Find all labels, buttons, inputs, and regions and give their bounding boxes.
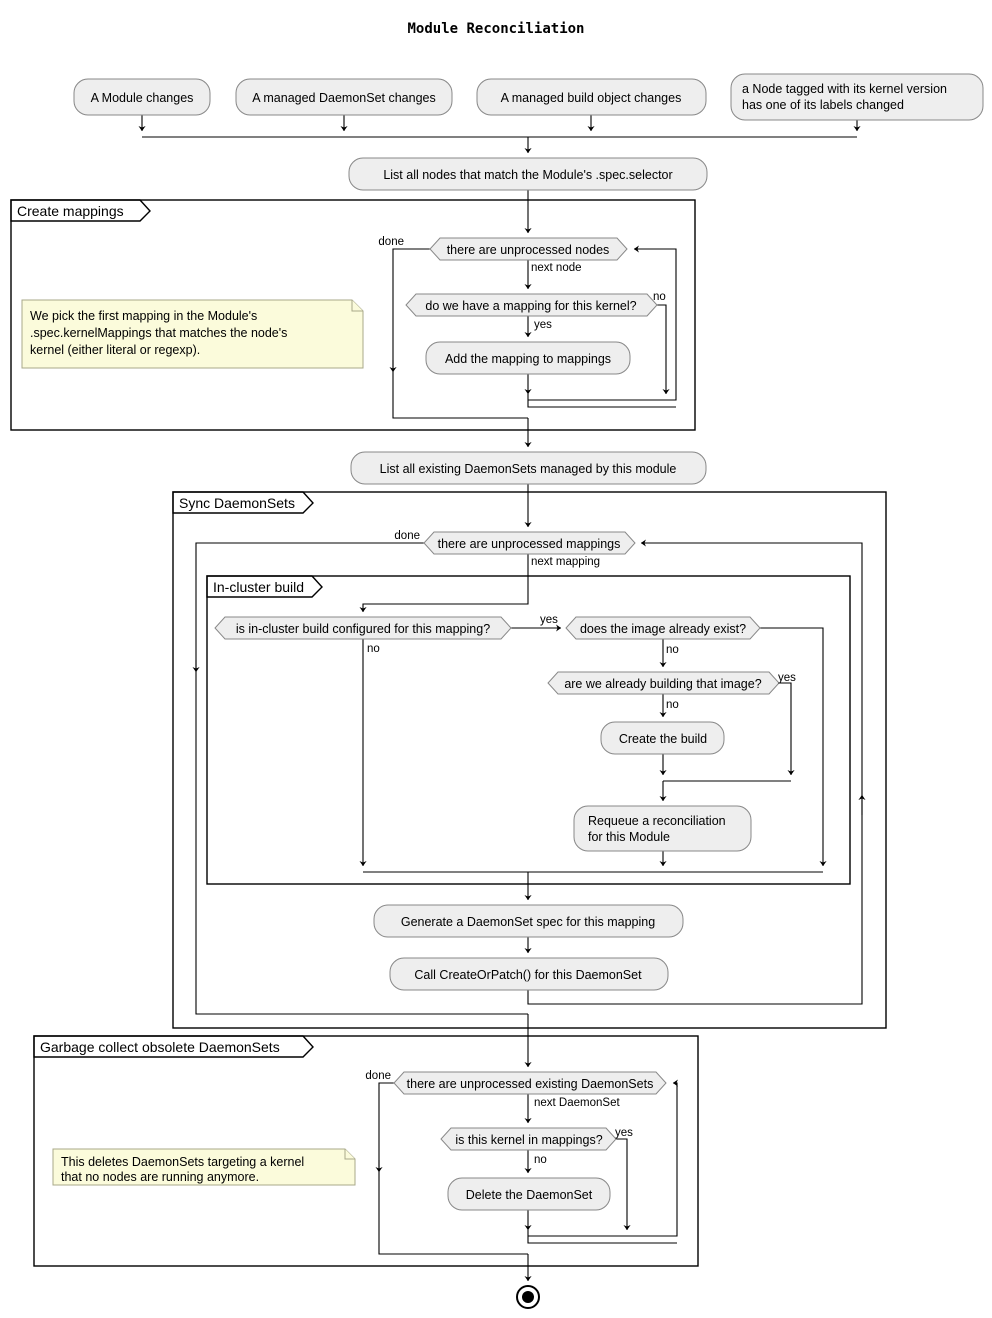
edge-labels: done next node no yes done next mapping … [365,236,796,1166]
decision-label: do we have a mapping for this kernel? [425,299,636,313]
activity-list-nodes[interactable]: List all nodes that match the Module's .… [348,157,708,191]
start-event-label-line2: has one of its labels changed [742,98,904,112]
activity-label: Add the mapping to mappings [445,352,611,366]
note-garbage-collect: This deletes DaemonSets targeting a kern… [52,1148,356,1186]
edge-label-yes-kernel: yes [615,1127,633,1139]
note-line3: kernel (either literal or regexp). [30,343,200,357]
edge-label-no-mapping: no [653,291,666,303]
start-event-module-changes[interactable]: A Module changes [73,78,211,116]
decision-have-mapping-for-kernel[interactable]: do we have a mapping for this kernel? [405,293,658,317]
note-mapping-selection: We pick the first mapping in the Module'… [21,299,364,369]
edge-label-yes-build: yes [540,614,558,626]
partition-create-mappings: Create mappings [10,199,696,431]
decision-unprocessed-nodes[interactable]: there are unprocessed nodes [429,237,628,261]
note-line1: We pick the first mapping in the Module'… [30,309,257,323]
start-event-daemonset-changes[interactable]: A managed DaemonSet changes [235,78,453,116]
start-event-label-line1: a Node tagged with its kernel version [742,82,947,96]
page-title: Module Reconciliation [407,21,584,37]
decision-label: does the image already exist? [580,622,746,636]
activity-label: List all existing DaemonSets managed by … [380,462,677,476]
edge-label-next-daemonset: next DaemonSet [534,1097,620,1109]
activity-delete-daemonset[interactable]: Delete the DaemonSet [447,1177,611,1211]
edge-label-next-mapping: next mapping [531,556,600,568]
partition-label: In-cluster build [213,579,304,595]
end-node [516,1285,540,1309]
partition-sync-daemonsets: Sync DaemonSets [172,491,887,1029]
activity-label-line2: for this Module [588,830,670,844]
decision-label: there are unprocessed existing DaemonSet… [407,1077,654,1091]
edge-label-done-mappings: done [394,530,420,542]
activity-add-mapping[interactable]: Add the mapping to mappings [425,341,631,375]
decision-label: is in-cluster build configured for this … [236,622,490,636]
partition-label: Garbage collect obsolete DaemonSets [40,1039,280,1055]
edge-label-no-image: no [666,644,679,656]
start-event-label: A Module changes [91,91,194,105]
note-line2: .spec.kernelMappings that matches the no… [30,326,287,340]
activity-create-or-patch[interactable]: Call CreateOrPatch() for this DaemonSet [389,957,669,991]
activity-label: Delete the DaemonSet [466,1188,593,1202]
start-event-node-label-changed[interactable]: a Node tagged with its kernel version ha… [730,73,984,121]
decision-label: are we already building that image? [564,677,761,691]
edge-label-next-node: next node [531,262,582,274]
connectors [138,115,866,1282]
activity-label-line1: Requeue a reconciliation [588,814,726,828]
activity-label: Generate a DaemonSet spec for this mappi… [401,915,655,929]
decision-in-cluster-build-configured[interactable]: is in-cluster build configured for this … [214,616,512,640]
partition-garbage-collect: Garbage collect obsolete DaemonSets [33,1035,699,1267]
activity-label: List all nodes that match the Module's .… [383,168,672,182]
start-event-build-object-changes[interactable]: A managed build object changes [476,78,707,116]
start-event-label: A managed build object changes [501,91,682,105]
decision-label: there are unprocessed mappings [438,537,621,551]
edge-label-done-nodes: done [378,236,404,248]
edge-label-no-kernel: no [534,1154,547,1166]
decision-unprocessed-mappings[interactable]: there are unprocessed mappings [423,531,636,555]
decision-label: is this kernel in mappings? [455,1133,602,1147]
note-line1: This deletes DaemonSets targeting a kern… [61,1155,304,1169]
partition-label: Create mappings [17,203,124,219]
activity-create-build[interactable]: Create the build [600,721,725,755]
activity-label: Create the build [619,732,707,746]
activity-generate-daemonset-spec[interactable]: Generate a DaemonSet spec for this mappi… [373,904,684,938]
decision-already-building-image[interactable]: are we already building that image? [547,671,780,695]
activity-requeue-reconciliation[interactable]: Requeue a reconciliation for this Module [573,805,752,852]
decision-unprocessed-existing-daemonsets[interactable]: there are unprocessed existing DaemonSet… [393,1071,667,1095]
note-line2: that no nodes are running anymore. [61,1170,259,1184]
activity-label: Call CreateOrPatch() for this DaemonSet [414,968,642,982]
decision-label: there are unprocessed nodes [447,243,610,257]
edge-label-yes-building: yes [778,672,796,684]
edge-label-done-existing: done [365,1070,391,1082]
edge-label-yes-mapping: yes [534,319,552,331]
decision-image-already-exists[interactable]: does the image already exist? [565,616,761,640]
decision-kernel-in-mappings[interactable]: is this kernel in mappings? [440,1127,617,1151]
partition-label: Sync DaemonSets [179,495,295,511]
edge-label-no-building: no [666,699,679,711]
start-event-label: A managed DaemonSet changes [252,91,435,105]
activity-list-daemonsets[interactable]: List all existing DaemonSets managed by … [350,451,707,485]
edge-label-no-build: no [367,643,380,655]
